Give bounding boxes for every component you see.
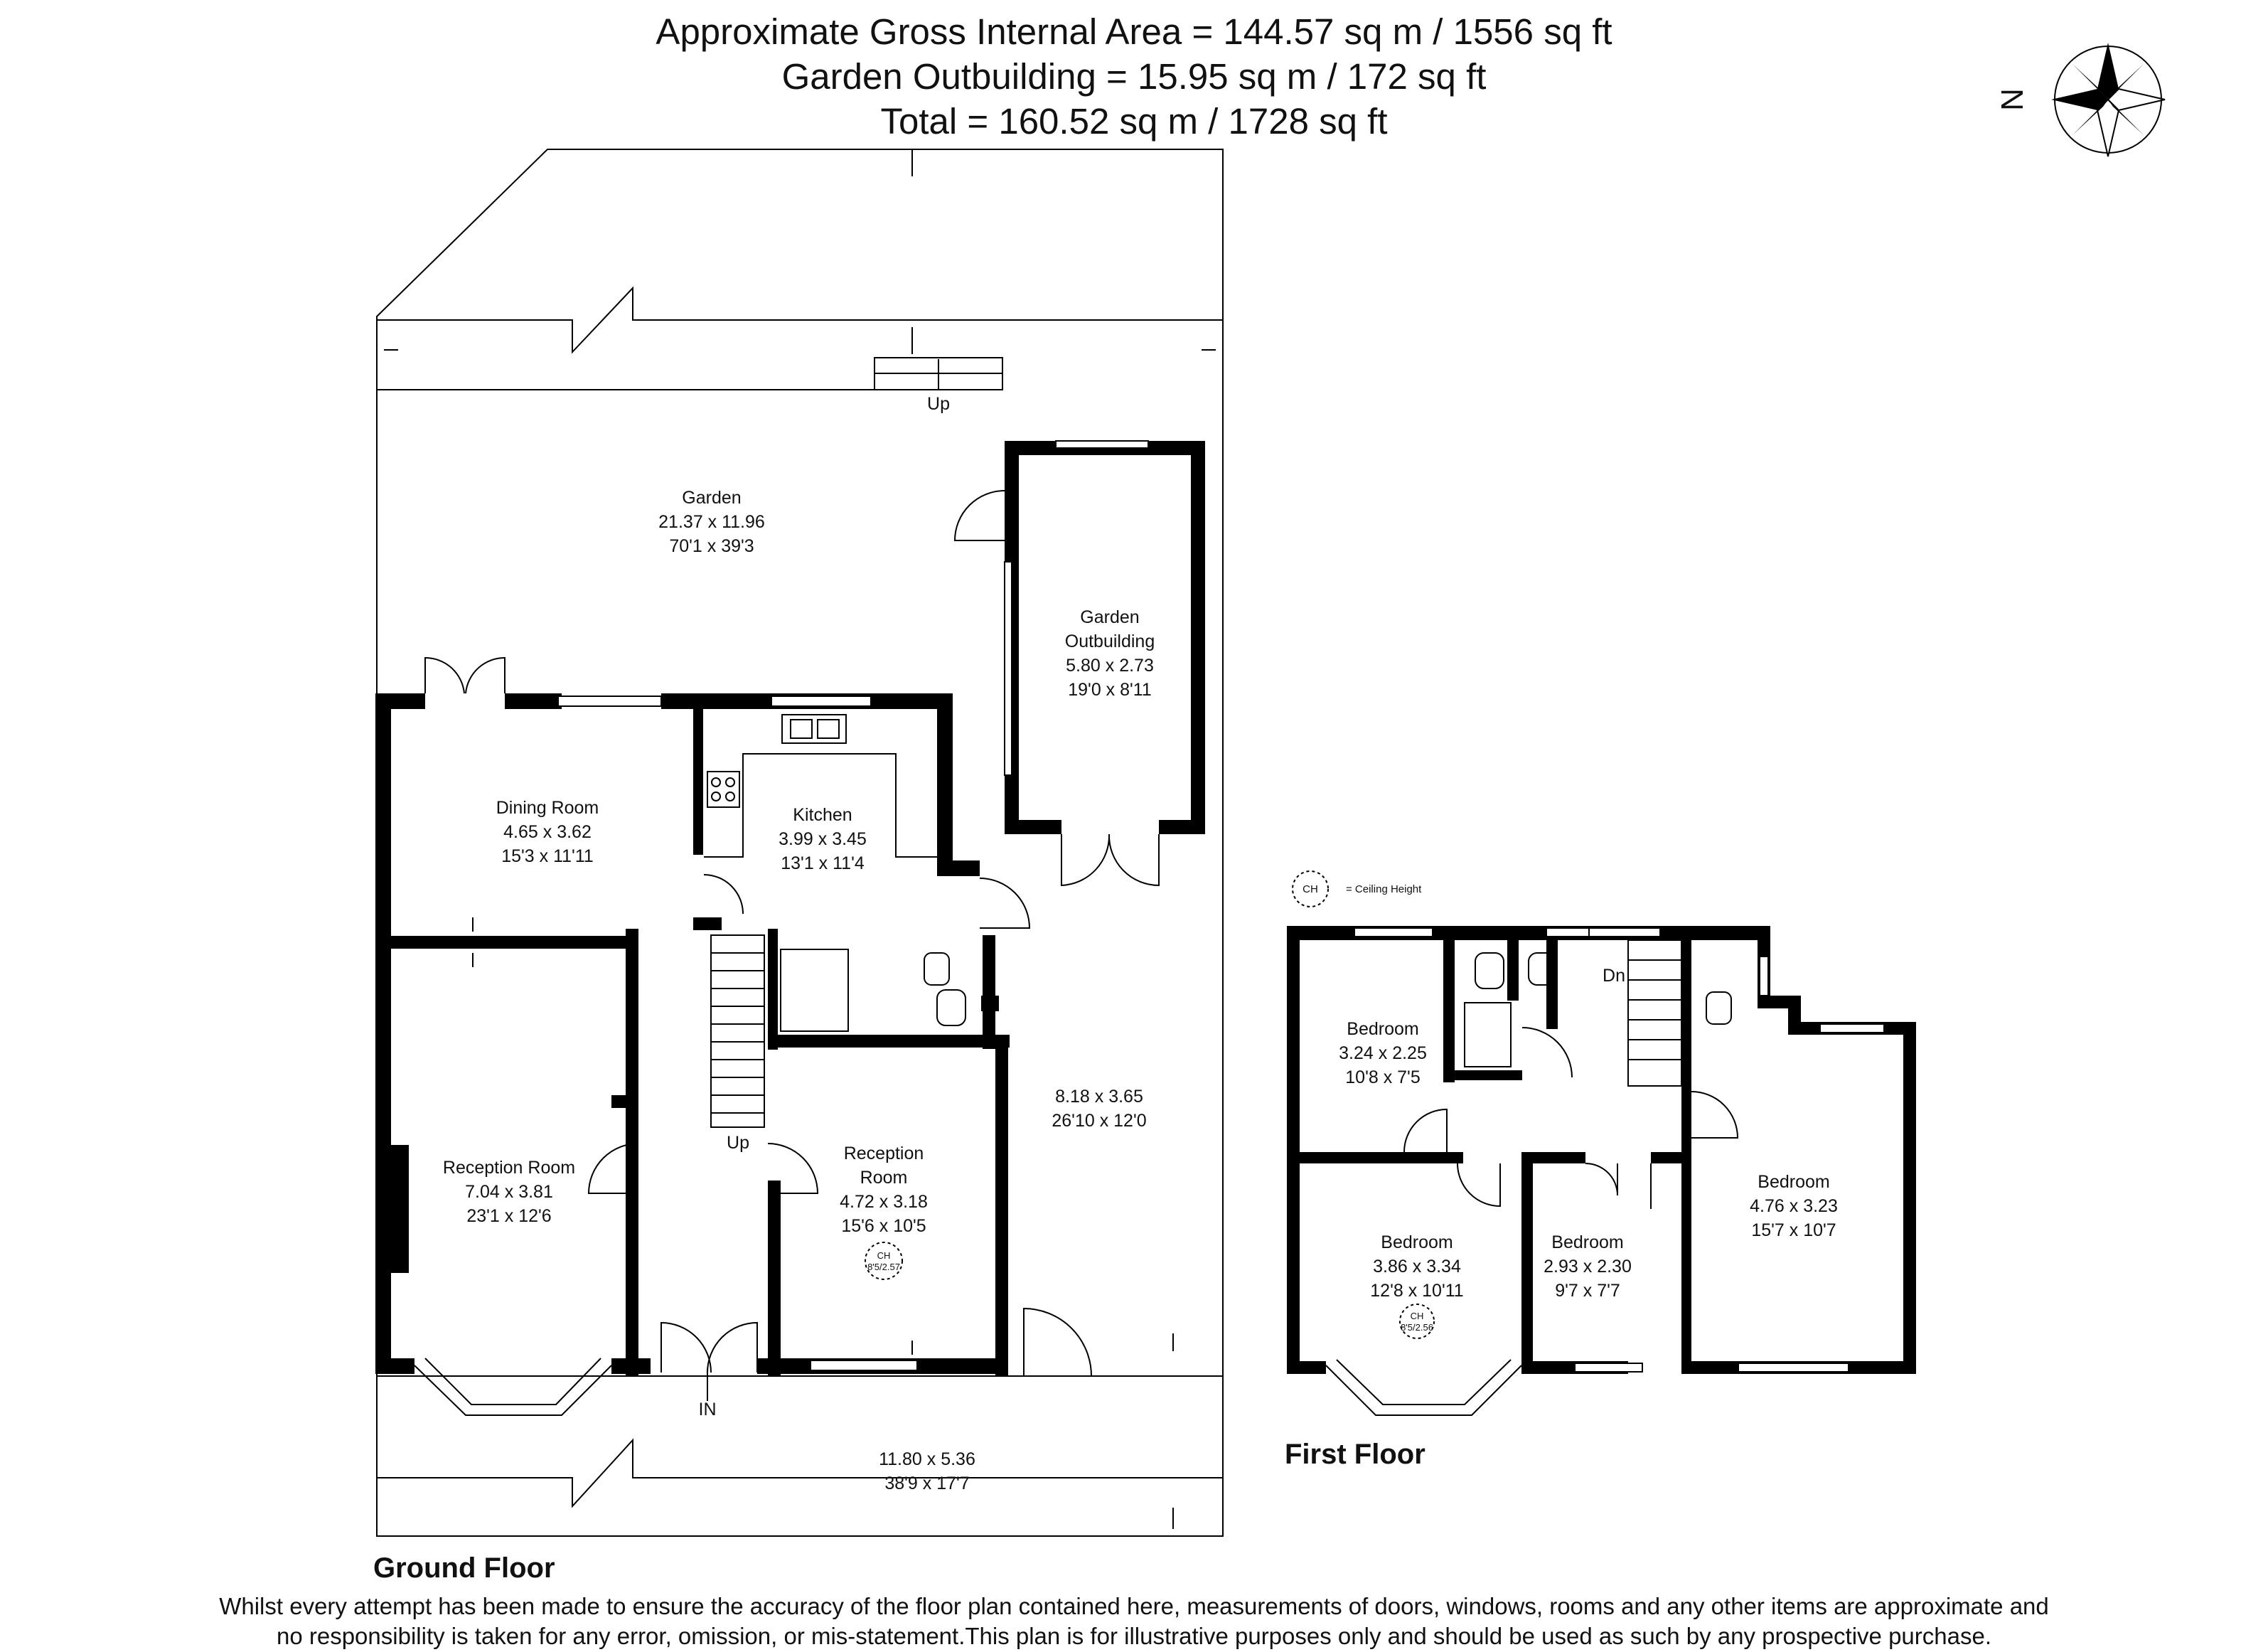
first-wc-toilet-icon [1706, 991, 1732, 1025]
room-garden-name: Garden [682, 488, 741, 508]
first-toilet-icon [1475, 952, 1504, 989]
first-bay-window [1325, 1365, 1522, 1416]
first-ceiling-symbol: CH [1411, 1311, 1424, 1321]
first-ceiling-height-marker [1399, 1304, 1435, 1339]
room-reception2-name-line2: Room [860, 1168, 908, 1188]
ground-floor-stairs [710, 934, 765, 1128]
entrance-label: IN [699, 1400, 717, 1419]
toilet-icon [924, 952, 950, 986]
bedroom2-imperial: 15'7 x 10'7 [1751, 1220, 1836, 1240]
room-dining-imperial: 15'3 x 11'11 [501, 846, 594, 866]
side-passage-metric: 8.18 x 3.65 [1055, 1087, 1143, 1107]
bedroom3-imperial: 12'8 x 10'11 [1370, 1281, 1463, 1301]
bedroom4-metric: 2.93 x 2.30 [1544, 1257, 1632, 1277]
first-floor-title: First Floor [1285, 1439, 1425, 1470]
room-reception1-name: Reception Room [443, 1158, 575, 1178]
legend-text: = Ceiling Height [1346, 883, 1422, 895]
room-outbuilding-name-line2: Outbuilding [1065, 632, 1155, 651]
basin-icon [936, 989, 966, 1026]
bedroom4-imperial: 9'7 x 7'7 [1555, 1281, 1620, 1301]
first-basin-icon [1528, 952, 1558, 986]
bedroom3-metric: 3.86 x 3.34 [1373, 1257, 1461, 1277]
kitchen-hob-icon [707, 771, 740, 808]
bedroom4-name: Bedroom [1551, 1232, 1623, 1252]
bedroom1-imperial: 10'8 x 7'5 [1345, 1067, 1420, 1087]
garden-outbuilding [953, 440, 1205, 887]
front-garden-metric: 11.80 x 5.36 [879, 1449, 975, 1469]
room-dining-metric: 4.65 x 3.62 [503, 822, 592, 842]
ground-bay-window [414, 1365, 612, 1416]
header-gross-area: Approximate Gross Internal Area = 144.57… [656, 11, 1612, 52]
bedroom1-metric: 3.24 x 2.25 [1339, 1043, 1427, 1063]
kitchen-sink-icon [781, 714, 847, 744]
ground-floor-title: Ground Floor [373, 1552, 555, 1584]
room-reception1-imperial: 23'1 x 12'6 [466, 1206, 551, 1226]
stairs-down-label: Dn [1603, 966, 1625, 986]
disclaimer-line2: no responsibility is taken for any error… [277, 1623, 1991, 1649]
ground-ceiling-symbol: CH [877, 1250, 891, 1261]
room-kitchen-metric: 3.99 x 3.45 [779, 829, 867, 849]
compass-rose-icon [2051, 43, 2166, 157]
first-ceiling-value: 8'5/2.56 [1401, 1322, 1433, 1333]
ground-floor-plan: Up [375, 149, 1224, 1537]
room-kitchen-name: Kitchen [793, 805, 852, 825]
room-garden-metric: 21.37 x 11.96 [658, 512, 765, 532]
bedroom3-name: Bedroom [1381, 1232, 1453, 1252]
legend-ceiling-height-icon [1292, 870, 1329, 907]
first-shower-icon [1464, 1002, 1512, 1067]
garden-steps-up-label: Up [927, 394, 950, 414]
bedroom2-name: Bedroom [1758, 1172, 1829, 1192]
room-outbuilding-imperial: 19'0 x 8'11 [1068, 680, 1152, 700]
compass-north-label: N [1995, 88, 2030, 111]
ground-ceiling-height-marker [865, 1242, 903, 1280]
first-floor-plan: Dn CH 8'5/2.56 [1287, 926, 1916, 1416]
first-floor-walls [1287, 926, 1916, 1374]
room-reception2-metric: 4.72 x 3.18 [840, 1192, 928, 1212]
room-garden-imperial: 70'1 x 39'3 [669, 536, 754, 556]
front-garden-imperial: 38'9 x 17'7 [884, 1474, 969, 1493]
side-passage-imperial: 26'10 x 12'0 [1052, 1111, 1146, 1131]
room-kitchen-imperial: 13'1 x 11'4 [781, 853, 865, 873]
stairs-up-label: Up [727, 1133, 749, 1153]
shower-icon [780, 949, 849, 1032]
ground-ceiling-value: 8'5/2.57 [867, 1262, 900, 1272]
first-floor-labels: Bedroom 3.24 x 2.25 10'8 x 7'5 Bedroom 4… [1339, 1019, 1838, 1301]
room-reception2-name-line1: Reception [844, 1144, 924, 1163]
room-outbuilding-name-line1: Garden [1080, 607, 1139, 627]
ground-floor-walls [375, 693, 1010, 1377]
room-outbuilding-metric: 5.80 x 2.73 [1066, 656, 1154, 676]
fence-top [377, 286, 1223, 354]
header-total-area: Total = 160.52 sq m / 1728 sq ft [880, 101, 1387, 142]
bedroom2-metric: 4.76 x 3.23 [1750, 1196, 1838, 1216]
header-outbuilding-area: Garden Outbuilding = 15.95 sq m / 172 sq… [782, 56, 1487, 97]
disclaimer-line1: Whilst every attempt has been made to en… [219, 1593, 2049, 1619]
ground-floor-labels: Garden 21.37 x 11.96 70'1 x 39'3 Garden … [443, 488, 1155, 1493]
bedroom1-name: Bedroom [1347, 1019, 1418, 1039]
room-reception1-metric: 7.04 x 3.81 [465, 1182, 553, 1202]
room-dining-name: Dining Room [496, 798, 599, 818]
first-floor-stairs [1627, 939, 1682, 1087]
legend-symbol: CH [1303, 883, 1318, 895]
room-reception2-imperial: 15'6 x 10'5 [841, 1216, 926, 1236]
fence-bottom [377, 1438, 1223, 1508]
